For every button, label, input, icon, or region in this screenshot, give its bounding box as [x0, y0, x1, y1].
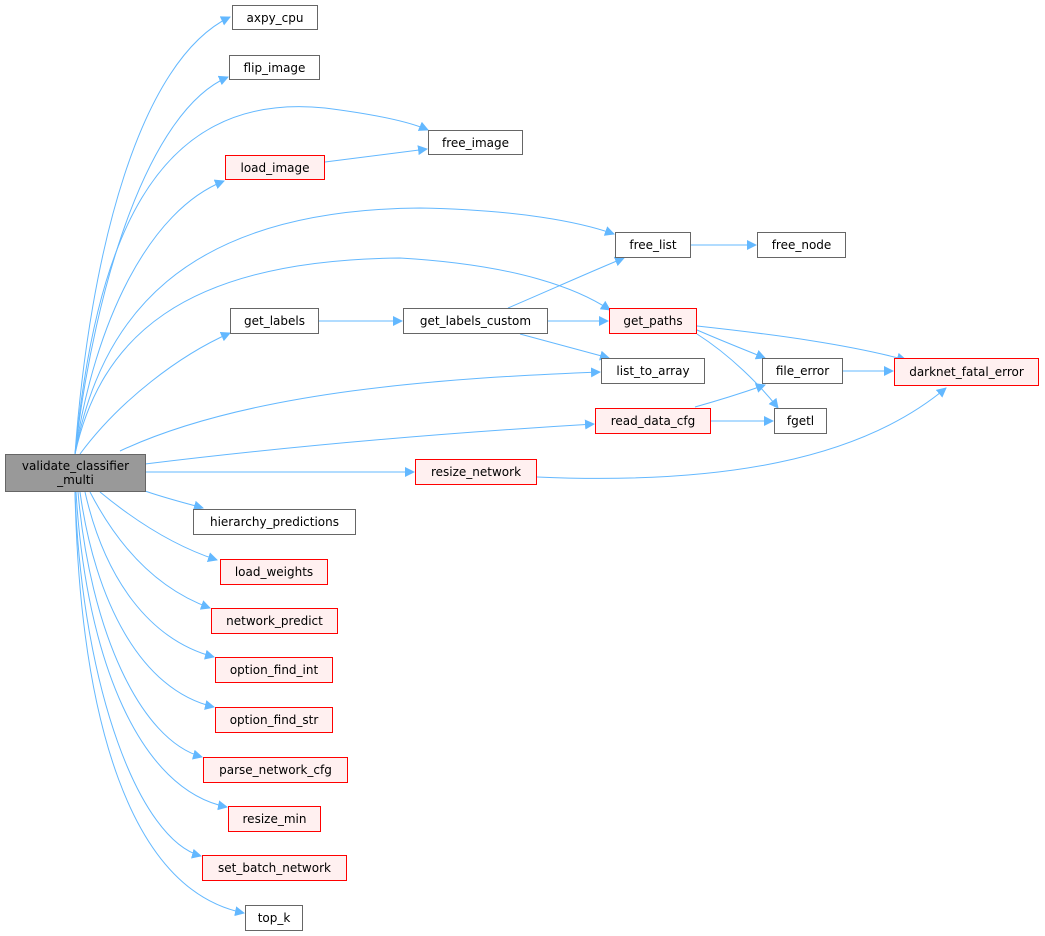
node-parse-network-cfg[interactable]: parse_network_cfg: [203, 757, 348, 783]
edge-root-read_data_cfg: [144, 419, 595, 465]
edge-get_labels_custom-list_to_array: [519, 333, 610, 361]
edge-root-option_find_str: [79, 491, 215, 710]
edge-get_paths-fgetl: [696, 333, 779, 409]
edge-root-option_find_int: [84, 491, 215, 660]
edge-root-hierarchy_predictions: [144, 490, 204, 511]
edge-get_paths-darknet_fatal_error: [696, 325, 907, 363]
edge-root-flip_image: [74, 75, 229, 455]
edge-root-top_k: [74, 491, 245, 917]
node-read-data-cfg[interactable]: read_data_cfg: [595, 408, 711, 434]
edge-root-get_labels: [79, 332, 231, 455]
node-fgetl[interactable]: fgetl: [774, 408, 827, 434]
root-node-label-line2: _multi: [57, 473, 94, 487]
root-node-validate-classifier-multi: validate_classifier _multi: [5, 454, 146, 492]
node-top-k[interactable]: top_k: [245, 905, 303, 931]
root-node-label-line1: validate_classifier: [21, 459, 130, 473]
node-network-predict[interactable]: network_predict: [211, 608, 338, 634]
edge-root-free_list: [74, 207, 615, 455]
node-file-error[interactable]: file_error: [762, 358, 843, 384]
node-hierarchy-predictions[interactable]: hierarchy_predictions: [193, 509, 356, 535]
edge-load_image-free_image: [324, 145, 428, 163]
node-list-to-array[interactable]: list_to_array: [601, 358, 705, 384]
edge-root-resize_min: [75, 491, 228, 811]
node-resize-network[interactable]: resize_network: [415, 459, 537, 485]
node-option-find-int[interactable]: option_find_int: [215, 657, 333, 683]
node-get-paths[interactable]: get_paths: [609, 308, 697, 334]
edge-root-free_image: [74, 106, 429, 455]
node-flip-image[interactable]: flip_image: [229, 55, 320, 80]
node-set-batch-network[interactable]: set_batch_network: [202, 855, 347, 881]
node-free-node[interactable]: free_node: [757, 232, 846, 258]
node-free-list[interactable]: free_list: [615, 232, 691, 258]
node-load-image[interactable]: load_image: [225, 155, 325, 180]
edge-root-list_to_array: [119, 367, 601, 452]
edge-root-set_batch_network: [74, 491, 202, 859]
node-option-find-str[interactable]: option_find_str: [215, 707, 333, 733]
node-resize-min[interactable]: resize_min: [228, 806, 321, 832]
edge-root-axpy_cpu: [74, 16, 231, 455]
edge-get_labels_custom-free_list: [507, 256, 625, 309]
node-free-image[interactable]: free_image: [428, 130, 523, 155]
edge-root-load_image: [74, 179, 225, 455]
edge-read_data_cfg-file_error: [694, 383, 766, 408]
node-darknet-fatal-error[interactable]: darknet_fatal_error: [894, 358, 1039, 386]
edge-root-parse_network_cfg: [77, 491, 203, 760]
node-get-labels-custom[interactable]: get_labels_custom: [403, 308, 548, 334]
edge-resize_network-darknet_fatal_error: [536, 387, 947, 479]
node-get-labels[interactable]: get_labels: [230, 308, 319, 334]
edge-root-network_predict: [89, 491, 211, 610]
edge-get_paths-file_error: [696, 329, 766, 360]
node-axpy-cpu[interactable]: axpy_cpu: [232, 5, 318, 30]
node-load-weights[interactable]: load_weights: [220, 559, 328, 585]
edge-root-get_paths: [74, 257, 611, 455]
edge-root-load_weights: [99, 491, 218, 562]
